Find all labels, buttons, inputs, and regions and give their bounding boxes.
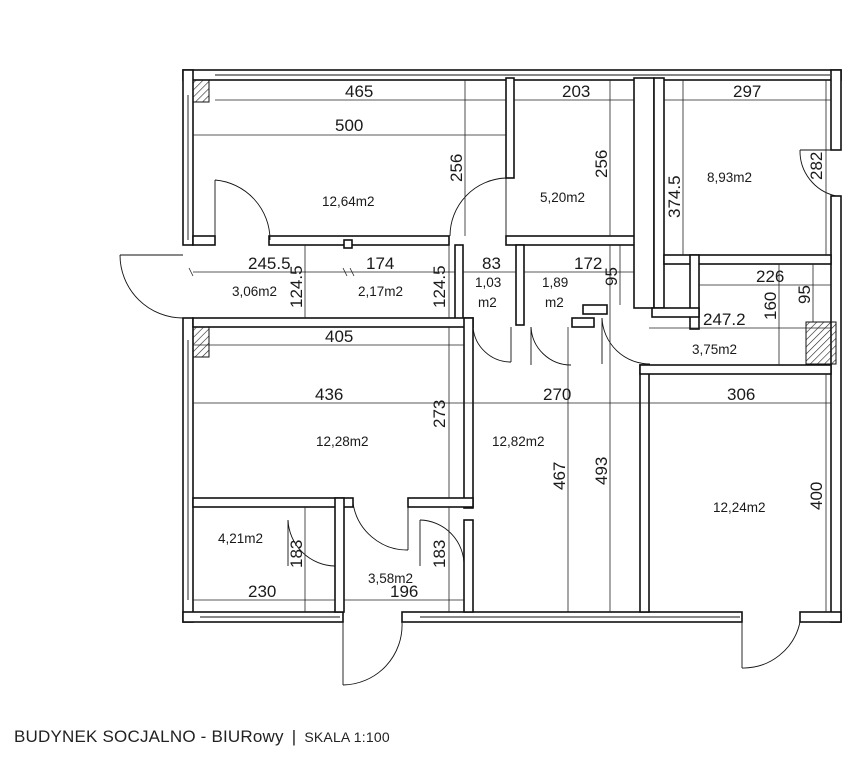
dim-230: 230: [248, 582, 276, 601]
dim-174: 174: [366, 254, 394, 273]
dim-493: 493: [592, 457, 611, 485]
dim-247-2: 247.2: [703, 310, 746, 329]
dim-83: 83: [482, 254, 501, 273]
dim-297: 297: [733, 82, 761, 101]
dim-196: 196: [390, 582, 418, 601]
dim-282: 282: [807, 152, 826, 180]
wall-bottom-right: [799, 611, 842, 623]
dim-160: 160: [761, 292, 780, 320]
dimension-lines: [188, 80, 831, 612]
building-title: BUDYNEK SOCJALNO - BIURowy: [14, 727, 284, 746]
caption-separator: |: [291, 727, 297, 746]
dim-226: 226: [756, 267, 784, 286]
dim-374-5: 374.5: [665, 175, 684, 218]
room-labels: 12,64m2 5,20m2 8,93m2 3,06m2 2,17m2 1,03…: [218, 170, 766, 586]
dim-500: 500: [335, 116, 363, 135]
dim-256a: 256: [447, 154, 466, 182]
dim-465: 465: [345, 82, 373, 101]
dim-256b: 256: [592, 150, 611, 178]
column-right: [805, 321, 837, 365]
area-room-mid-left: 12,28m2: [316, 434, 369, 449]
dim-183b: 183: [430, 540, 449, 568]
dim-270: 270: [543, 385, 571, 404]
dim-436: 436: [315, 385, 343, 404]
area-hall-right: 3,75m2: [692, 342, 737, 357]
area-hall-center: 12,82m2: [492, 434, 545, 449]
dim-95a: 95: [602, 267, 621, 286]
area-room-bottom-left: 4,21m2: [218, 531, 263, 546]
wall-right-upper: [830, 69, 842, 151]
dim-183a: 183: [287, 540, 306, 568]
column-top-left: [192, 79, 210, 103]
dim-306: 306: [727, 385, 755, 404]
dim-405: 405: [325, 327, 353, 346]
interior-walls: [192, 77, 832, 613]
dim-124-5b: 124.5: [430, 265, 449, 308]
dim-273: 273: [430, 400, 449, 428]
dim-467: 467: [550, 462, 569, 490]
columns: [192, 79, 837, 365]
column-mid-left: [192, 326, 210, 358]
outer-walls: [182, 69, 842, 623]
area-room-top-left: 12,64m2: [322, 194, 375, 209]
area-vestibule: 3,06m2: [232, 284, 277, 299]
dim-400: 400: [807, 482, 826, 510]
dim-124-5a: 124.5: [287, 265, 306, 308]
doors: [119, 149, 837, 686]
drawing-caption: BUDYNEK SOCJALNO - BIURowy | SKALA 1:100: [14, 727, 390, 747]
area-room-top-mid: 5,20m2: [540, 190, 585, 205]
area-room-top-right: 8,93m2: [707, 170, 752, 185]
dim-95b: 95: [795, 285, 814, 304]
wall-right-lower: [830, 195, 842, 623]
dim-245-5: 245.5: [248, 254, 291, 273]
area-lobby: 3,58m2: [368, 571, 413, 586]
dimension-labels: 465 500 203 256 256 297 374.5 282 245.5 …: [248, 82, 826, 601]
area-room-bottom-right: 12,24m2: [713, 500, 766, 515]
dim-203: 203: [562, 82, 590, 101]
area-corridor-small: 2,17m2: [358, 284, 403, 299]
dim-172: 172: [574, 254, 602, 273]
scale-label: SKALA 1:100: [304, 729, 390, 745]
